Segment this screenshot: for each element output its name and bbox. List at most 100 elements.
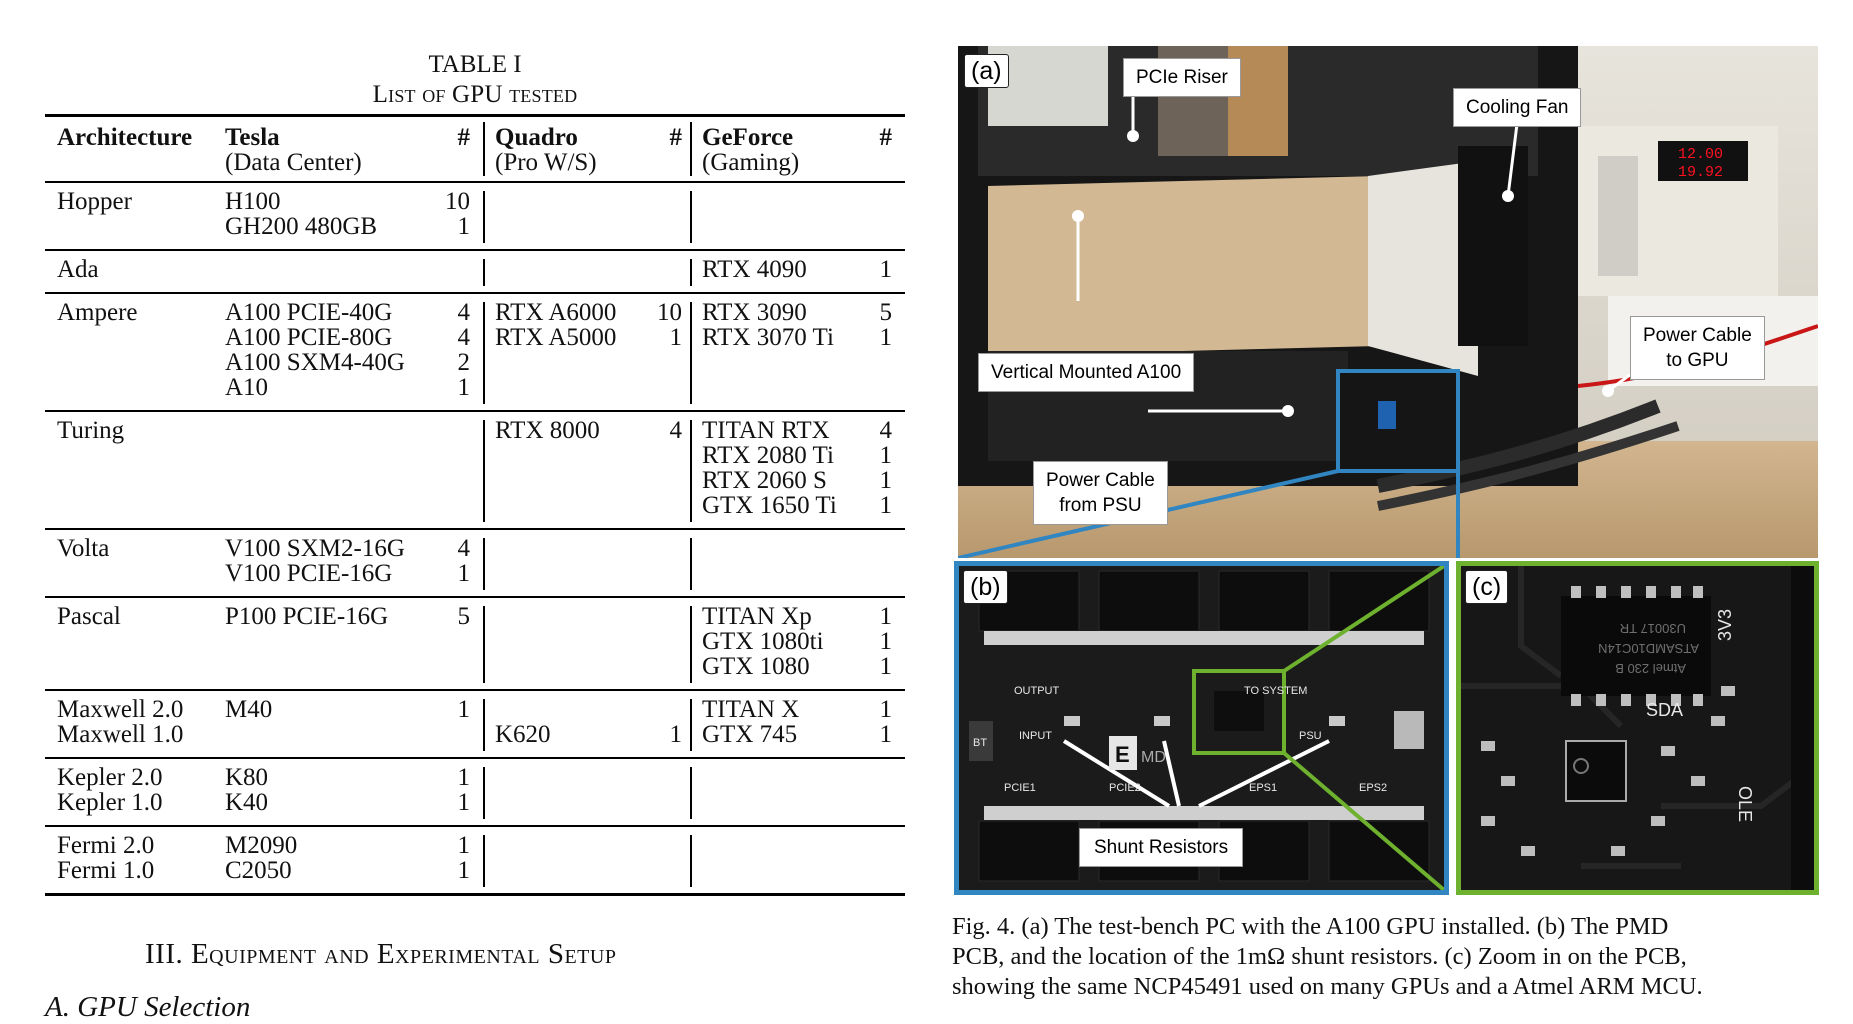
quadro-count: 1 bbox=[669, 721, 683, 748]
geforce-gpu: RTX 2080 Ti bbox=[702, 442, 834, 469]
column-separator-group-5-2 bbox=[690, 606, 692, 683]
figure-caption-line-2: PCB, and the location of the 1mΩ shunt r… bbox=[952, 943, 1687, 970]
geforce-gpu: RTX 3070 Ti bbox=[702, 324, 834, 351]
callout-pcie-riser: PCIe Riser bbox=[1123, 58, 1241, 97]
header-geforce: GeForce bbox=[702, 124, 794, 151]
zoom-illustration: Atmel 230 B ATSAMD10C14N U30017 TR 3V3 S… bbox=[1461, 566, 1814, 890]
photo-pcb-zoom: Atmel 230 B ATSAMD10C14N U30017 TR 3V3 S… bbox=[1456, 561, 1819, 895]
zoom-label-sda: SDA bbox=[1646, 700, 1683, 720]
tesla-count: 4 bbox=[457, 535, 471, 562]
column-separator-group-2-2 bbox=[690, 302, 692, 404]
arch-label: Volta bbox=[57, 535, 110, 562]
callout-power-cable-psu-line1: Power Cable bbox=[1046, 470, 1155, 491]
callout-power-cable-gpu-line2: to GPU bbox=[1666, 350, 1729, 371]
geforce-gpu: TITAN X bbox=[702, 696, 800, 723]
callout-vertical-a100: Vertical Mounted A100 bbox=[978, 353, 1195, 392]
column-separator-group-1-1 bbox=[483, 259, 485, 286]
figure-caption-line-1: Fig. 4. (a) The test-bench PC with the A… bbox=[952, 913, 1669, 940]
column-separator-group-7-1 bbox=[483, 767, 485, 819]
table-subtitle: List of GPU tested bbox=[372, 81, 578, 108]
tesla-gpu: A10 bbox=[225, 374, 269, 401]
header-geforce-sub: (Gaming) bbox=[702, 149, 800, 176]
column-separator-group-4-1 bbox=[483, 538, 485, 590]
arch-label: Maxwell 1.0 bbox=[57, 721, 184, 748]
arch-label: Pascal bbox=[57, 603, 121, 630]
geforce-count: 5 bbox=[879, 299, 893, 326]
tesla-gpu: C2050 bbox=[225, 857, 292, 884]
arch-label: Maxwell 2.0 bbox=[57, 696, 184, 723]
panel-label-a: (a) bbox=[964, 54, 1009, 88]
tesla-count: 4 bbox=[457, 299, 471, 326]
column-separator-group-8-2 bbox=[690, 835, 692, 887]
tesla-count: 10 bbox=[445, 188, 470, 215]
table-title: TABLE I bbox=[428, 51, 522, 78]
table-group-rule bbox=[45, 825, 905, 827]
tesla-gpu: H100 bbox=[225, 188, 281, 215]
quadro-count: 10 bbox=[657, 299, 682, 326]
quadro-gpu: RTX A5000 bbox=[495, 324, 617, 351]
geforce-gpu: GTX 1080 bbox=[702, 653, 810, 680]
quadro-count: 4 bbox=[669, 417, 683, 444]
psu-display-top: 12.00 bbox=[1678, 146, 1723, 163]
geforce-gpu: GTX 1650 Ti bbox=[702, 492, 837, 519]
header-quadro: Quadro bbox=[495, 124, 578, 151]
arch-label: Fermi 2.0 bbox=[57, 832, 155, 859]
chip-marking-line2: ATSAMD10C14N bbox=[1598, 641, 1699, 656]
tesla-count: 1 bbox=[457, 789, 471, 816]
geforce-gpu: GTX 745 bbox=[702, 721, 798, 748]
column-separator-group-0-1 bbox=[483, 191, 485, 243]
geforce-gpu: TITAN RTX bbox=[702, 417, 830, 444]
column-separator-group-0-2 bbox=[690, 191, 692, 243]
table-bottom-rule bbox=[45, 893, 905, 896]
callout-power-cable-gpu: Power Cable to GPU bbox=[1630, 316, 1765, 380]
tesla-gpu: A100 SXM4-40G bbox=[225, 349, 405, 376]
figure-caption: Fig. 4. (a) The test-bench PC with the A… bbox=[952, 912, 1822, 1002]
geforce-gpu: RTX 2060 S bbox=[702, 467, 827, 494]
callout-power-cable-psu-line2: from PSU bbox=[1059, 495, 1142, 516]
header-count-tesla: # bbox=[457, 124, 471, 151]
tesla-count: 2 bbox=[457, 349, 471, 376]
callout-shunt-resistors: Shunt Resistors bbox=[1079, 828, 1244, 867]
pcb-output: OUTPUT bbox=[1014, 685, 1060, 697]
arch-label: Hopper bbox=[57, 188, 132, 215]
quadro-gpu: RTX A6000 bbox=[495, 299, 617, 326]
tesla-gpu: M2090 bbox=[225, 832, 298, 859]
pcb-eps2: EPS2 bbox=[1359, 782, 1387, 794]
photo-testbench: 12.00 19.92 (a) PCIe Riser Cooling Fan P… bbox=[958, 46, 1818, 558]
tesla-gpu: A100 PCIE-40G bbox=[225, 299, 393, 326]
arch-label: Ada bbox=[57, 256, 99, 283]
chip-marking-line1: Atmel 230 B bbox=[1615, 661, 1686, 676]
quadro-count: 1 bbox=[669, 324, 683, 351]
column-separator-header-2 bbox=[690, 122, 692, 176]
tesla-count: 4 bbox=[457, 324, 471, 351]
pcb-input: INPUT bbox=[1019, 730, 1052, 742]
table-group-rule bbox=[45, 410, 905, 412]
column-separator-group-7-2 bbox=[690, 767, 692, 819]
table-group-rule bbox=[45, 249, 905, 251]
table-group-rule bbox=[45, 528, 905, 530]
arch-label: Ampere bbox=[57, 299, 138, 326]
table-header-rule bbox=[45, 181, 905, 183]
chip-marking-line3: U30017 TR bbox=[1620, 621, 1686, 636]
tesla-gpu: V100 PCIE-16G bbox=[225, 560, 393, 587]
geforce-gpu: RTX 3090 bbox=[702, 299, 807, 326]
table-group-rule bbox=[45, 292, 905, 294]
callout-power-cable-psu: Power Cable from PSU bbox=[1033, 461, 1168, 525]
figure-caption-line-3: showing the same NCP45491 used on many G… bbox=[952, 973, 1703, 1000]
geforce-count: 1 bbox=[879, 603, 893, 630]
tesla-gpu: GH200 480GB bbox=[225, 213, 378, 240]
geforce-count: 1 bbox=[879, 256, 893, 283]
column-separator-group-3-1 bbox=[483, 420, 485, 522]
tesla-count: 1 bbox=[457, 696, 471, 723]
pcb-logo: E bbox=[1115, 742, 1130, 767]
tesla-count: 1 bbox=[457, 764, 471, 791]
quadro-gpu: K620 bbox=[495, 721, 551, 748]
arch-label: Fermi 1.0 bbox=[57, 857, 155, 884]
quadro-gpu: RTX 8000 bbox=[495, 417, 600, 444]
geforce-count: 1 bbox=[879, 628, 893, 655]
geforce-gpu: GTX 1080ti bbox=[702, 628, 824, 655]
header-architecture: Architecture bbox=[57, 124, 193, 151]
arch-label: Kepler 1.0 bbox=[57, 789, 163, 816]
header-quadro-sub: (Pro W/S) bbox=[495, 149, 597, 176]
tesla-gpu: K80 bbox=[225, 764, 269, 791]
